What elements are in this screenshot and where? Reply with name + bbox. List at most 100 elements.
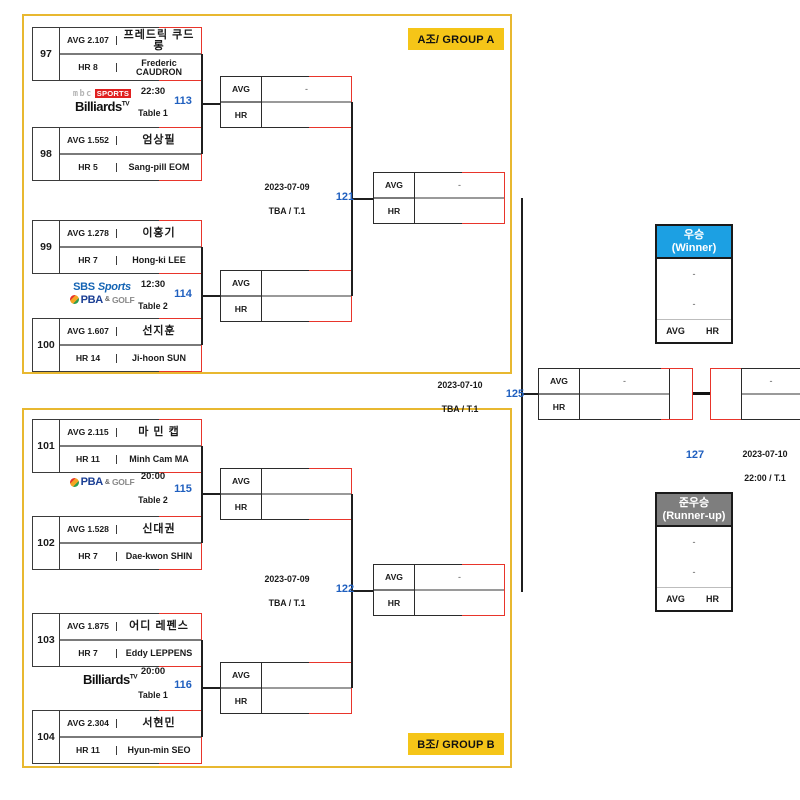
seed-number: 98 — [33, 128, 60, 180]
score-box-b-top[interactable] — [309, 468, 352, 520]
match-122-date: 2023-07-09 — [264, 574, 310, 584]
score-box-semifinal-b[interactable] — [462, 564, 505, 616]
player-name-kr: 프레드릭 쿠드롱 — [123, 28, 195, 52]
winner-label-kr: 우승 — [683, 229, 705, 241]
avg-label: AVG — [221, 663, 261, 689]
broadcaster-logo-pba-golf: PBA & GOLF — [48, 472, 156, 492]
sbs-sports-text: Sports — [97, 280, 131, 293]
score-box-100[interactable] — [159, 318, 202, 372]
final-box-left[interactable]: AVG HR - — [538, 368, 670, 420]
player-avg: AVG 1.552 — [60, 136, 117, 145]
player-card-104[interactable]: 104 AVG 2.304 서현민 HR 11 Hyun-min SEO — [32, 710, 202, 764]
semifinal-box-a[interactable]: AVG HR - — [373, 172, 505, 224]
player-hr: HR 11 — [60, 455, 117, 464]
hr-label: HR — [234, 110, 248, 120]
score-box-101[interactable] — [159, 419, 202, 473]
player-card-97[interactable]: 97 AVG 2.107 프레드릭 쿠드롱 HR 8 Frederic CAUD… — [32, 27, 202, 81]
player-name-kr: 선지훈 — [142, 325, 176, 337]
runner-up-label-en: (Runner-up) — [662, 509, 726, 522]
billiards-tv-logo: BilliardsTV — [75, 99, 130, 114]
tv-superscript: TV — [129, 673, 138, 681]
player-name-kr: 마 민 캡 — [138, 426, 180, 438]
connector-final-horizontal — [521, 393, 539, 395]
connector-115-horizontal — [201, 493, 221, 495]
round2-box-a-bottom[interactable]: AVG HR — [220, 270, 352, 322]
match-113-number[interactable]: 113 — [174, 95, 192, 107]
semifinal-box-b[interactable]: AVG HR - — [373, 564, 505, 616]
score-box-98[interactable] — [159, 127, 202, 181]
player-hr: HR 7 — [60, 552, 117, 561]
runner-up-label-kr: 준우승 — [678, 497, 710, 509]
match-122-number[interactable]: 122 — [335, 583, 355, 595]
ampersand: & — [104, 296, 110, 303]
match-121-number[interactable]: 121 — [335, 191, 355, 203]
player-card-98[interactable]: 98 AVG 1.552 엄상필 HR 5 Sang-pill EOM — [32, 127, 202, 181]
tv-superscript: TV — [121, 100, 130, 108]
match-121-slot: TBA / T.1 — [268, 206, 306, 216]
player-name-en: Hyun-min SEO — [127, 745, 191, 755]
score-box-97[interactable] — [159, 27, 202, 81]
player-name-en: Hong-ki LEE — [132, 255, 186, 265]
winner-label-en: (Winner) — [671, 241, 717, 254]
match-115-number[interactable]: 115 — [174, 483, 192, 495]
match-116-number[interactable]: 116 — [174, 679, 192, 691]
player-card-102[interactable]: 102 AVG 1.528 신대권 HR 7 Dae-kwon SHIN — [32, 516, 202, 570]
winner-header: 우승 (Winner) — [657, 226, 731, 258]
winner-box[interactable]: 우승 (Winner) - - AVG HR — [655, 224, 733, 344]
match-114-number[interactable]: 114 — [174, 288, 192, 300]
avg-label: AVG — [374, 565, 414, 591]
player-name-kr: 엄상필 — [142, 134, 176, 146]
player-card-103[interactable]: 103 AVG 1.875 어디 레펜스 HR 7 Eddy LEPPENS — [32, 613, 202, 667]
match-125-number[interactable]: 125 — [505, 388, 525, 400]
player-name-en: Sang-pill EOM — [128, 162, 190, 172]
round2-box-b-bottom[interactable]: AVG HR — [220, 662, 352, 714]
broadcaster-logo-mbc-billiards: mbc SPORTS BilliardsTV — [52, 86, 152, 116]
player-avg: AVG 2.107 — [60, 36, 117, 45]
score-box-a-bottom[interactable] — [309, 270, 352, 322]
player-hr: HR 8 — [60, 63, 117, 72]
player-name-kr: 어디 레펜스 — [129, 620, 189, 632]
avg-value — [262, 271, 351, 297]
winner-hr-label: HR — [706, 326, 719, 336]
final-box-right[interactable]: - — [741, 368, 800, 420]
player-name-kr: 이홍기 — [142, 227, 176, 239]
avg-value: - — [415, 565, 504, 591]
score-box-final-left[interactable] — [661, 368, 693, 420]
pba-logo-text: PBA — [80, 293, 104, 306]
match-127-date: 2023-07-10 — [742, 449, 788, 459]
match-127-number[interactable]: 127 — [685, 449, 705, 461]
avg-value: - — [580, 369, 669, 395]
group-a-tag: A조/ GROUP A — [408, 28, 504, 50]
connector-114-horizontal — [201, 295, 221, 297]
player-avg: AVG 2.115 — [60, 428, 117, 437]
score-box-a-top[interactable] — [309, 76, 352, 128]
connector-final-bridge — [693, 392, 711, 395]
score-box-104[interactable] — [159, 710, 202, 764]
winner-avg-label: AVG — [666, 326, 685, 336]
score-box-semifinal-a[interactable] — [462, 172, 505, 224]
score-box-103[interactable] — [159, 613, 202, 667]
connector-final-vertical — [521, 198, 523, 592]
match-113-table: Table 1 — [138, 108, 168, 118]
hr-value — [580, 395, 669, 419]
player-card-99[interactable]: 99 AVG 1.278 이홍기 HR 7 Hong-ki LEE — [32, 220, 202, 274]
player-card-101[interactable]: 101 AVG 2.115 마 민 캡 HR 11 Minh Cam MA — [32, 419, 202, 473]
player-avg: AVG 1.528 — [60, 525, 117, 534]
hr-value — [742, 395, 800, 419]
seed-number: 99 — [33, 221, 60, 273]
runner-up-name-en: - — [692, 567, 696, 578]
player-hr: HR 11 — [60, 746, 117, 755]
avg-label: AVG — [374, 173, 414, 199]
score-box-b-bottom[interactable] — [309, 662, 352, 714]
round2-box-a-top[interactable]: AVG HR - — [220, 76, 352, 128]
round2-box-b-top[interactable]: AVG HR — [220, 468, 352, 520]
winner-name-kr: - — [692, 269, 696, 280]
runner-up-box[interactable]: 준우승 (Runner-up) - - AVG HR — [655, 492, 733, 612]
score-box-99[interactable] — [159, 220, 202, 274]
score-box-final-right[interactable] — [710, 368, 742, 420]
hr-label: HR — [387, 206, 401, 216]
hr-label: HR — [387, 598, 401, 608]
hr-label: HR — [234, 502, 248, 512]
score-box-102[interactable] — [159, 516, 202, 570]
player-name-en: Frederic CAUDRON — [136, 57, 182, 77]
